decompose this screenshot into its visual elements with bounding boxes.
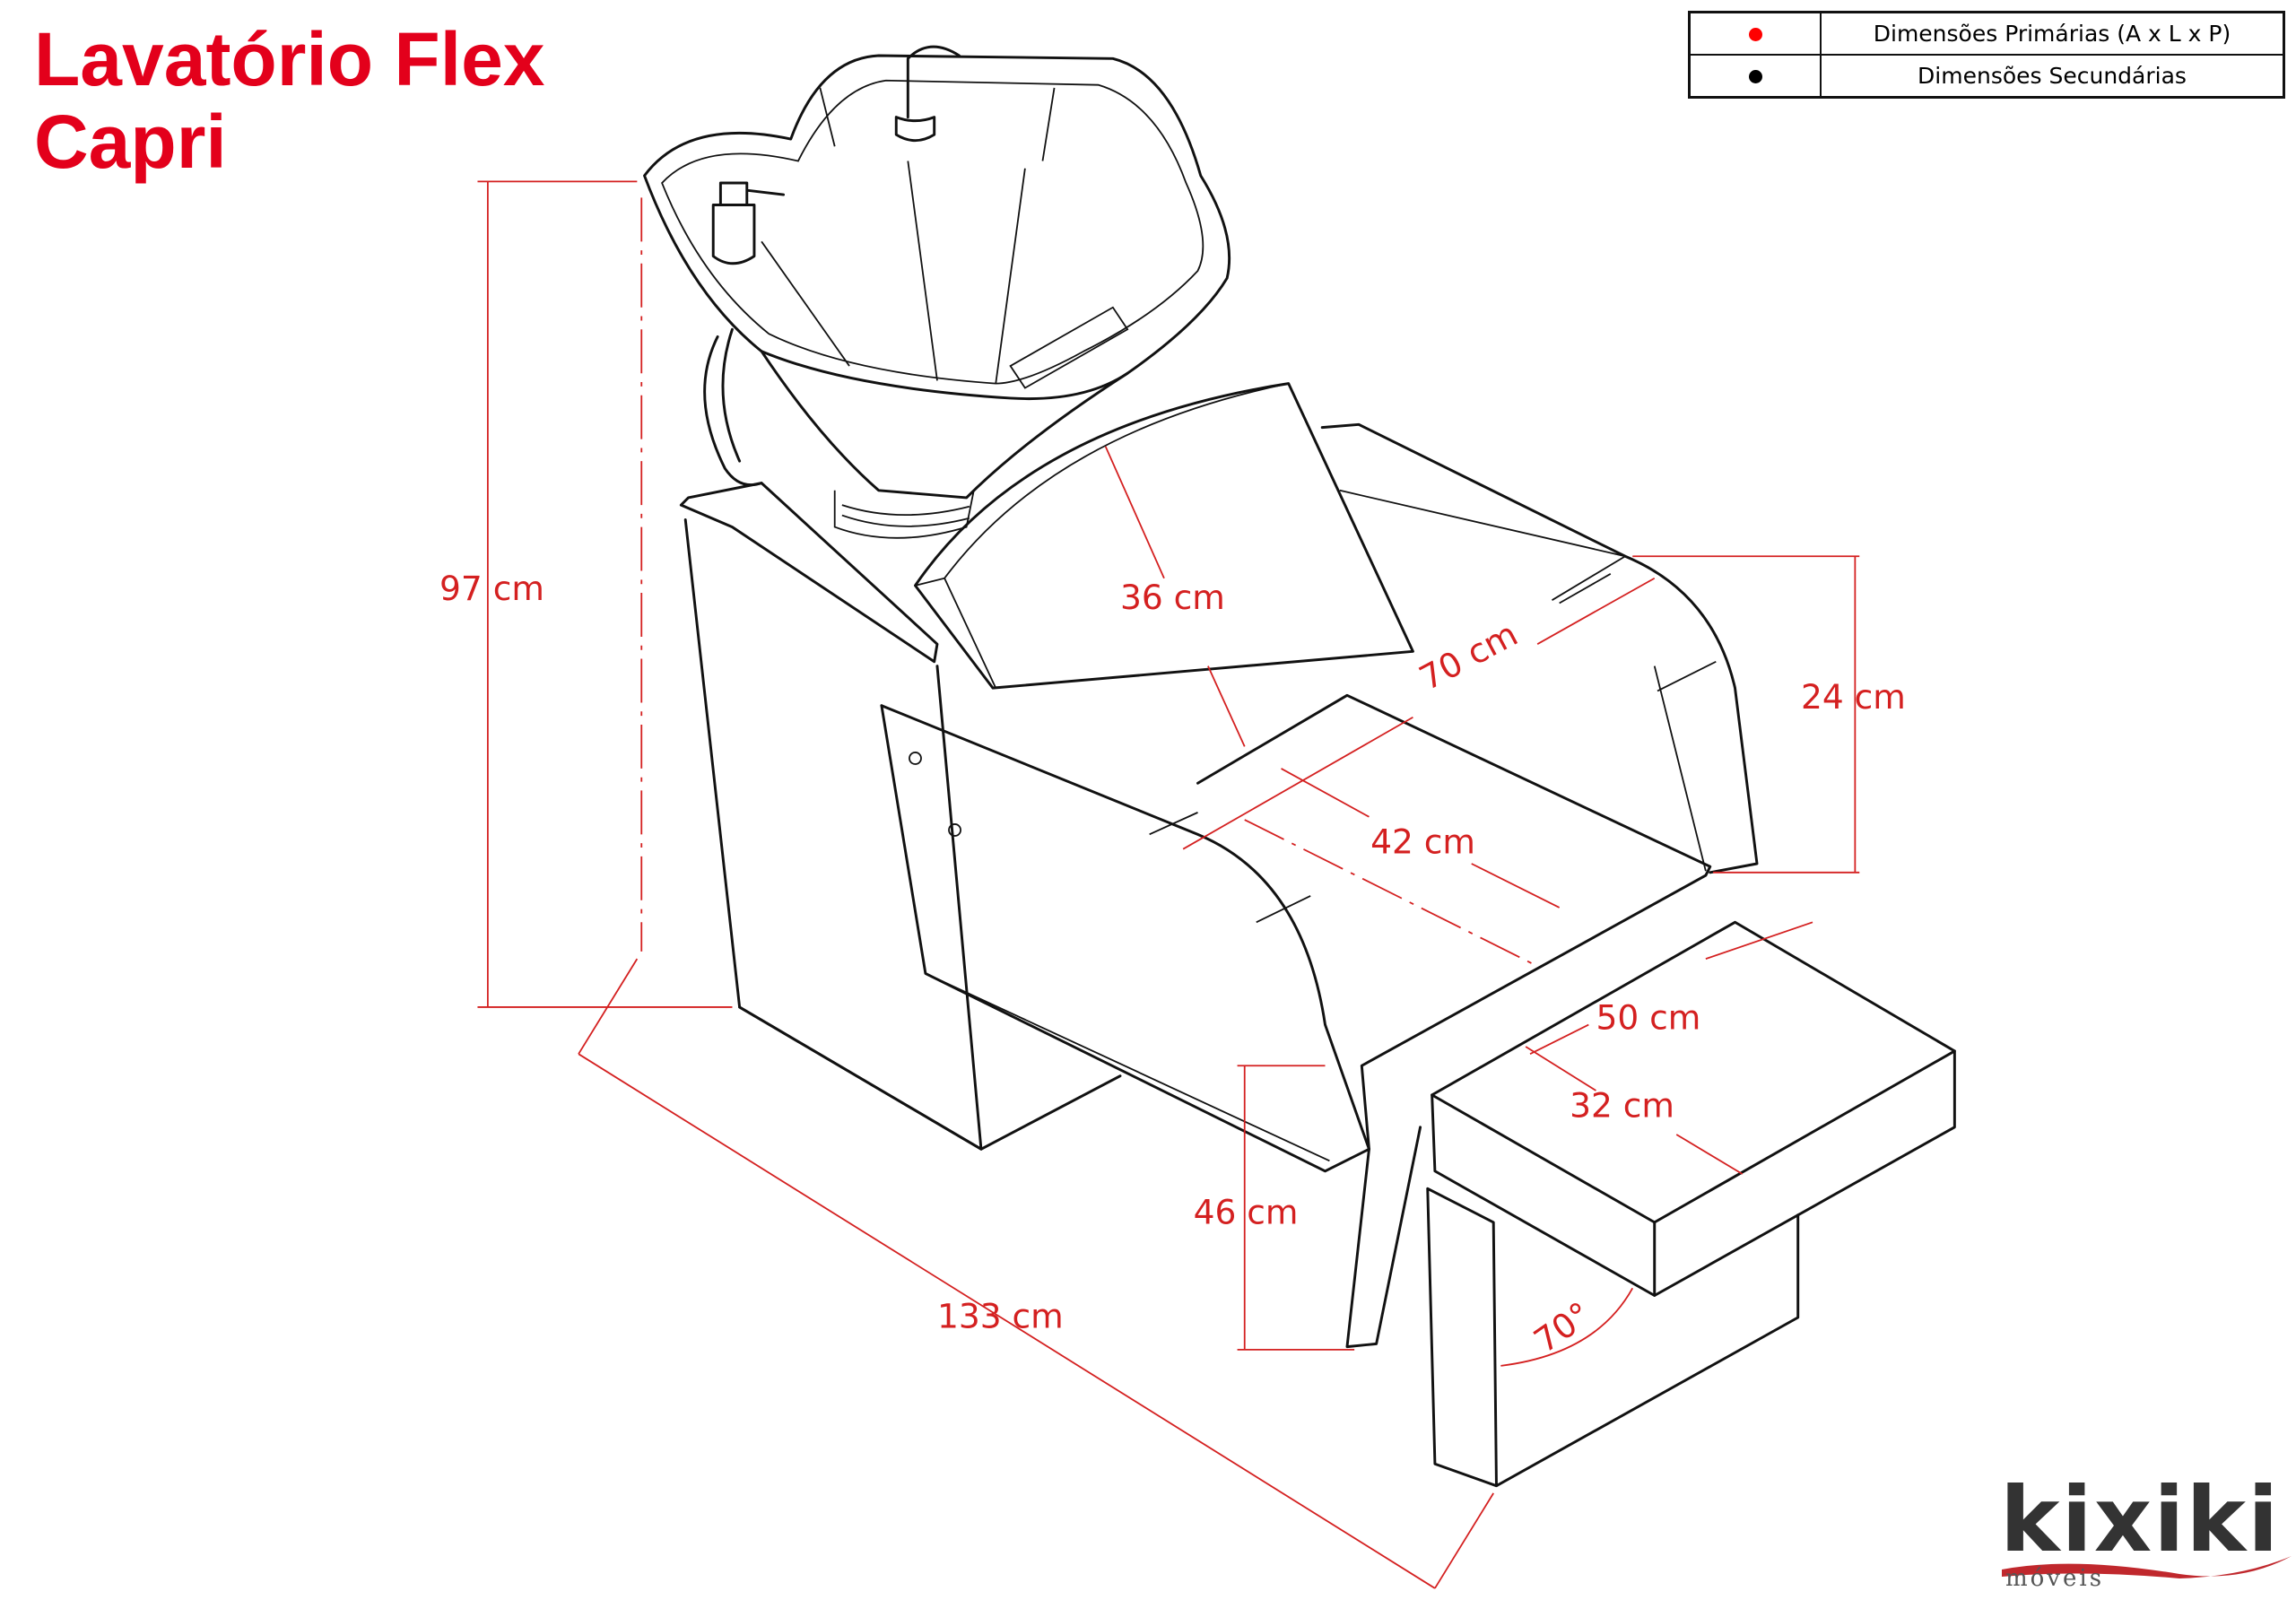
dim-footrest-width: 50 cm <box>1596 997 1700 1037</box>
legend-label-primary: Dimensões Primárias (A x L x P) <box>1820 11 2285 56</box>
backrest <box>914 382 1414 690</box>
dimension-labels: 97 cm 133 cm 36 cm 70 cm 24 cm 42 cm 50 … <box>439 569 1906 1361</box>
footrest <box>1426 920 1956 1488</box>
logo-tagline: móveis <box>2005 1565 2105 1592</box>
dim-backrest: 36 cm <box>1120 578 1225 617</box>
dim-armrest-height: 24 cm <box>1801 677 1906 717</box>
title-line-2: Capri <box>34 100 227 184</box>
logo-swoosh-icon <box>2002 1556 2292 1578</box>
dim-seat-height: 46 cm <box>1194 1193 1299 1232</box>
product-title: Lavatório Flex Capri <box>34 18 545 183</box>
legend-row-primary: Dimensões Primárias (A x L x P) <box>1688 11 2285 56</box>
dim-height-total: 97 cm <box>439 569 544 608</box>
logo-wordmark: kixiki <box>2000 1467 2281 1572</box>
dimension-legend: Dimensões Primárias (A x L x P) Dimensõe… <box>1688 11 2285 99</box>
legend-row-secondary: Dimensões Secundárias <box>1688 54 2285 99</box>
dim-seat-width: 70 cm <box>1413 614 1524 699</box>
dimension-lines <box>477 180 1860 1589</box>
dim-footrest-angle: 70° <box>1526 1294 1598 1361</box>
wash-basin <box>643 45 1231 539</box>
cabinet <box>679 482 1122 1151</box>
legend-label-secondary: Dimensões Secundárias <box>1820 54 2285 99</box>
red-dot-icon <box>1748 28 1762 41</box>
dim-footrest-depth: 32 cm <box>1570 1085 1674 1125</box>
title-line-1: Lavatório Flex <box>34 17 545 101</box>
dim-seat-depth: 42 cm <box>1370 822 1475 862</box>
black-dot-icon <box>1748 70 1762 83</box>
kixiki-logo: kixiki móveis <box>2000 1467 2292 1592</box>
chair-seat <box>880 422 1759 1349</box>
dim-length-total: 133 cm <box>937 1296 1064 1335</box>
